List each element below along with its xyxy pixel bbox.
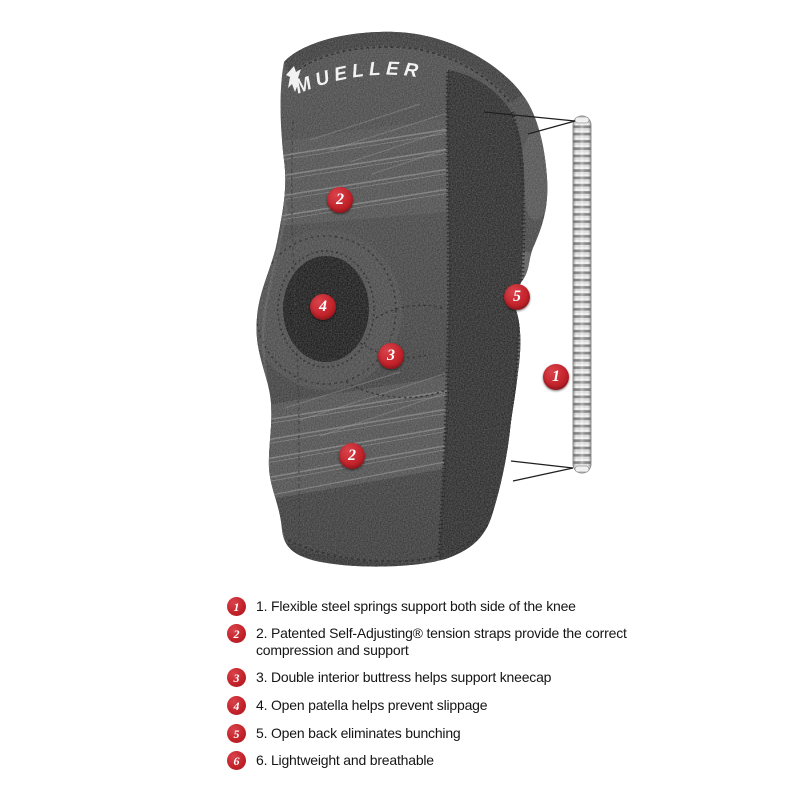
callout-number: 2 — [336, 191, 344, 208]
legend-badge-5: 5 — [227, 724, 246, 743]
legend-badge-number: 3 — [233, 670, 240, 685]
callout-badge-1: 1 — [543, 364, 569, 390]
legend-badge-6: 6 — [227, 751, 246, 770]
spring-pointer-lines — [483, 111, 576, 482]
legend-item-1: 1 1. Flexible steel springs support both… — [227, 597, 576, 616]
legend-text-2: 2. Patented Self-Adjusting® tension stra… — [256, 625, 627, 658]
legend-text-3: 3. Double interior buttress helps suppor… — [256, 669, 552, 685]
legend-badge-2: 2 — [227, 624, 246, 643]
pointer-line-bottom-b — [512, 467, 574, 482]
spring-top-cap — [574, 116, 590, 124]
steel-spring-illustration — [572, 115, 592, 474]
callout-number: 1 — [552, 368, 560, 385]
legend-badge-4: 4 — [227, 696, 246, 715]
callout-badge-4: 4 — [310, 294, 336, 320]
legend-badge-number: 2 — [233, 626, 240, 641]
mueller-logo-icon — [286, 66, 301, 92]
callout-badge-2-upper: 2 — [327, 187, 353, 213]
callout-badge-2-lower: 2 — [339, 443, 365, 469]
legend-text-1: 1. Flexible steel springs support both s… — [256, 598, 576, 614]
legend-badge-number: 6 — [233, 753, 240, 768]
legend-badge-1: 1 — [227, 597, 246, 616]
legend-item-4: 4 4. Open patella helps prevent slippage — [227, 696, 488, 715]
legend-text-4: 4. Open patella helps prevent slippage — [256, 697, 488, 713]
pointer-line-top-a — [483, 111, 576, 122]
pointer-line-top-b — [527, 120, 576, 135]
legend-badge-number: 4 — [233, 698, 240, 713]
legend-text-6: 6. Lightweight and breathable — [256, 752, 434, 768]
legend-badge-number: 1 — [233, 599, 240, 614]
callout-badge-3: 3 — [378, 343, 404, 369]
legend-item-6: 6 6. Lightweight and breathable — [227, 751, 434, 770]
legend-badge-3: 3 — [227, 668, 246, 687]
callout-number: 4 — [319, 298, 327, 315]
pointer-line-bottom-a — [510, 460, 574, 469]
callout-number: 2 — [348, 447, 356, 464]
spring-bottom-cap — [574, 465, 590, 473]
legend-item-5: 5 5. Open back eliminates bunching — [227, 724, 461, 743]
legend-item-3: 3 3. Double interior buttress helps supp… — [227, 668, 551, 687]
fabric-texture — [256, 31, 548, 567]
callout-number: 3 — [387, 347, 395, 364]
legend-text-5: 5. Open back eliminates bunching — [256, 725, 461, 741]
callout-badge-5: 5 — [504, 284, 530, 310]
legend-badge-number: 5 — [233, 726, 240, 741]
callout-number: 5 — [513, 288, 521, 305]
legend-item-2: 2 2. Patented Self-Adjusting® tension st… — [227, 624, 674, 659]
